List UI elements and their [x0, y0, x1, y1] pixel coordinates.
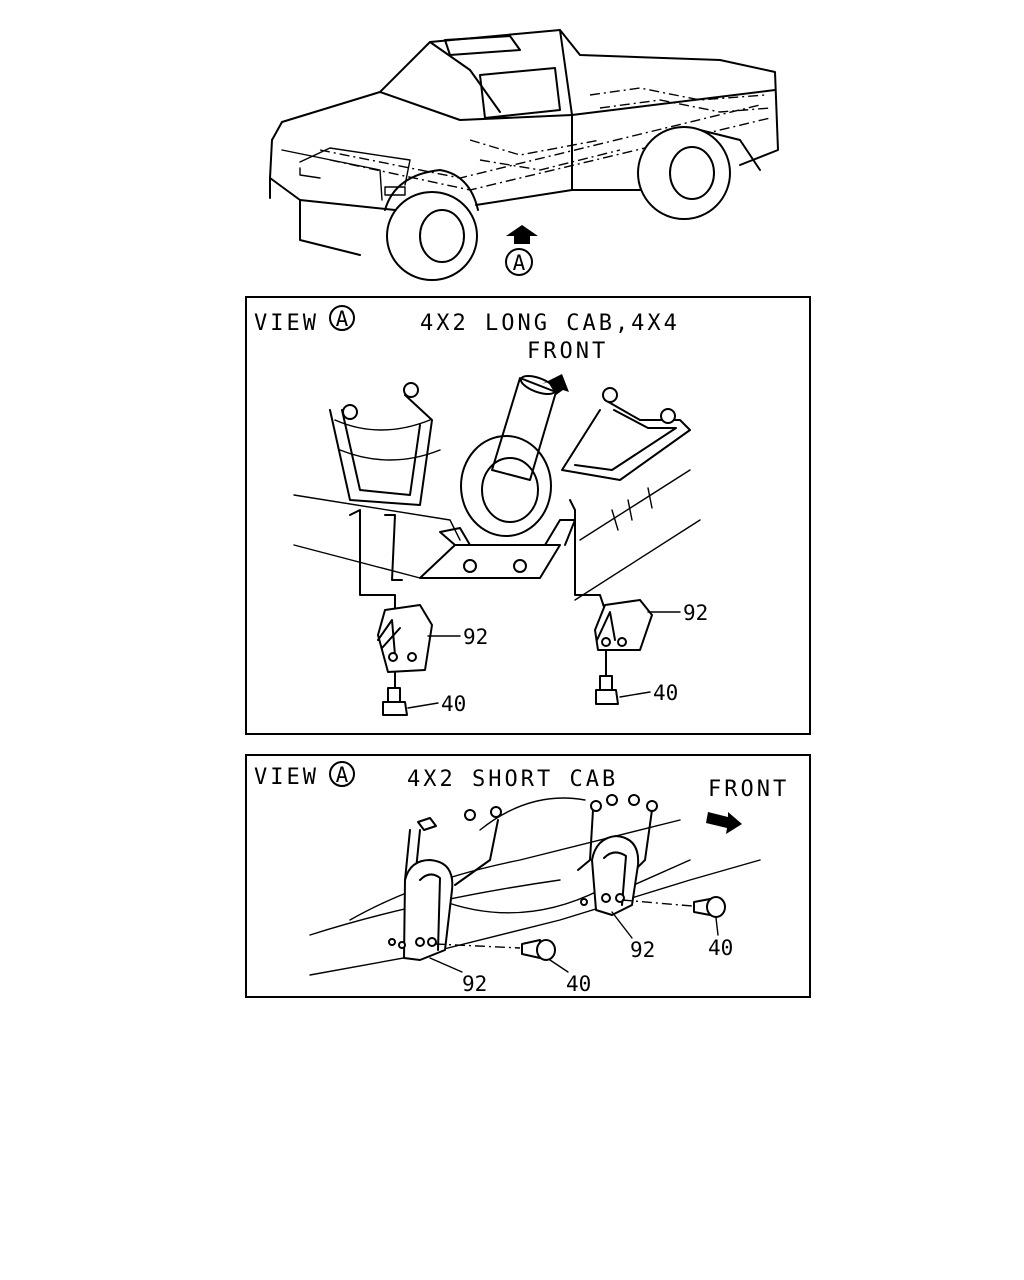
- view-short-view-word: VIEW: [254, 765, 319, 790]
- callout-short-right-bolt: 40: [708, 936, 733, 960]
- front-arrow-icon: [542, 374, 569, 395]
- callout-short-left-bolt: 40: [566, 972, 591, 996]
- callout-long-left-bolt: 40: [441, 692, 466, 716]
- view-long-view-marker: A: [336, 307, 349, 331]
- callout-short-right-bracket: 92: [630, 938, 655, 962]
- view-short-frame: [245, 754, 811, 998]
- front-arrow-right-icon: [706, 812, 742, 834]
- view-long-title: 4X2 LONG CAB,4X4: [420, 311, 680, 336]
- view-long-frame: [245, 296, 811, 735]
- truck-illustration: A: [269, 29, 779, 281]
- view-long-front-label: FRONT: [527, 339, 608, 364]
- truck-view-marker: A: [513, 251, 526, 275]
- callout-short-left-bracket: 92: [462, 972, 487, 996]
- view-short-cab-panel: VIEW A 4X2 SHORT CAB FRONT: [245, 754, 811, 998]
- view-long-view-word: VIEW: [254, 311, 319, 336]
- view-long-cab-panel: VIEW A 4X2 LONG CAB,4X4 FRONT: [245, 296, 811, 735]
- view-short-title: 4X2 SHORT CAB: [407, 767, 618, 792]
- view-short-view-marker: A: [336, 763, 349, 787]
- callout-long-right-bolt: 40: [653, 681, 678, 705]
- callout-long-left-bracket: 92: [463, 625, 488, 649]
- callout-long-right-bracket: 92: [683, 601, 708, 625]
- view-short-front-label: FRONT: [708, 777, 789, 802]
